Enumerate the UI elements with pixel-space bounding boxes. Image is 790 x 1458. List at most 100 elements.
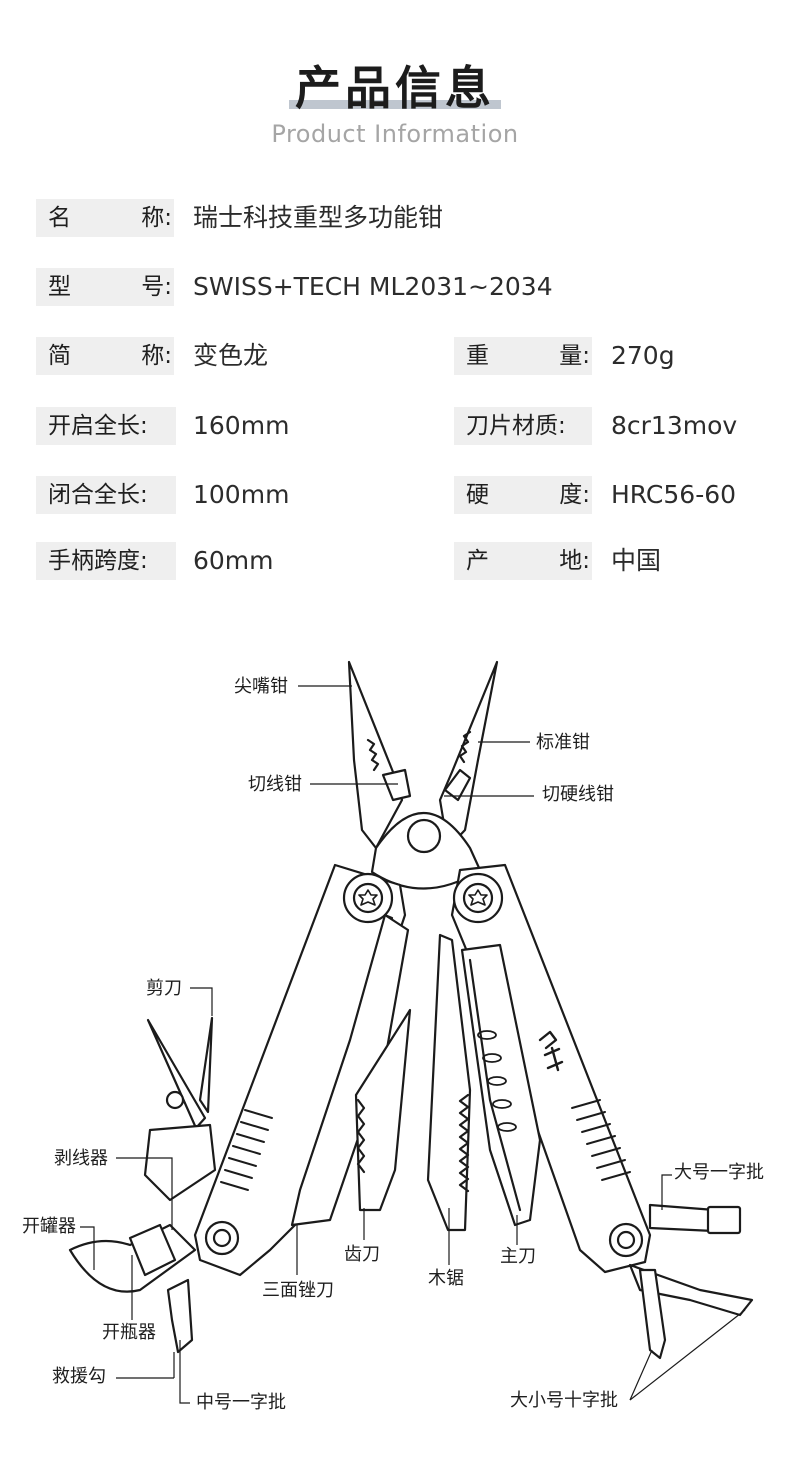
page-title-text: 产品信息 bbox=[295, 61, 495, 115]
spec-label-part: 重 bbox=[466, 343, 489, 369]
spec-label-part: 名 bbox=[48, 205, 71, 231]
spec-label-part: 硬 bbox=[466, 482, 489, 508]
multitool-diagram: 尖嘴钳 标准钳 切线钳 切硬线钳 剪刀 剥线器 开罐器 开瓶器 救援勾 中号一字… bbox=[0, 640, 790, 1458]
callout-large-flat: 大号一字批 bbox=[674, 1162, 764, 1183]
spec-row-name: 名 称: 瑞士科技重型多功能钳 bbox=[36, 199, 636, 237]
large-flat-tip bbox=[706, 1205, 742, 1235]
spec-value: 中国 bbox=[611, 546, 662, 575]
left-grip-ridges bbox=[220, 1109, 273, 1191]
spec-label-text: 手柄跨度: bbox=[48, 548, 148, 574]
spec-row-closed-length: 闭合全长: 100mm bbox=[36, 476, 416, 514]
right-jaw bbox=[438, 660, 499, 850]
spec-label: 型 号: bbox=[36, 268, 174, 306]
spec-label-part: 型 bbox=[48, 274, 71, 300]
spec-value: SWISS+TECH ML2031~2034 bbox=[193, 272, 553, 301]
spec-label-part: 度: bbox=[559, 482, 590, 508]
wood-saw bbox=[426, 933, 472, 1232]
spec-label-part: 号: bbox=[141, 274, 172, 300]
spec-value: 100mm bbox=[193, 480, 290, 509]
left-screw-inner bbox=[352, 882, 384, 914]
spec-value: 60mm bbox=[193, 546, 274, 575]
spec-label-part: 称: bbox=[141, 205, 172, 231]
spec-row-origin: 产 地: 中国 bbox=[454, 542, 774, 580]
spec-label: 产 地: bbox=[454, 542, 592, 580]
spec-label-text: 闭合全长: bbox=[48, 482, 148, 508]
callout-needle-nose: 尖嘴钳 bbox=[234, 676, 288, 697]
right-screw-star bbox=[468, 889, 488, 906]
spec-value: HRC56-60 bbox=[611, 480, 737, 509]
right-bottom-pivot-inner bbox=[616, 1230, 636, 1250]
spec-label: 名 称: bbox=[36, 199, 174, 237]
spec-label-part: 地: bbox=[559, 548, 590, 574]
callout-wire-stripper: 剥线器 bbox=[54, 1148, 108, 1169]
spec-label: 重 量: bbox=[454, 337, 592, 375]
spec-row-hardness: 硬 度: HRC56-60 bbox=[454, 476, 774, 514]
spec-value: 变色龙 bbox=[193, 341, 269, 370]
right-screw-inner bbox=[462, 882, 494, 914]
spec-label: 开启全长: bbox=[36, 407, 176, 445]
left-bottom-pivot-inner bbox=[212, 1228, 232, 1248]
scissors-blade-b bbox=[198, 1016, 214, 1114]
spec-label-part: 简 bbox=[48, 343, 71, 369]
callout-phillips: 大小号十字批 bbox=[510, 1390, 618, 1411]
spec-label: 手柄跨度: bbox=[36, 542, 176, 580]
spec-label-part: 量: bbox=[559, 343, 590, 369]
right-cutter bbox=[443, 768, 472, 802]
spec-label-part: 称: bbox=[141, 343, 172, 369]
saw-teeth bbox=[458, 1093, 470, 1193]
spec-row-weight: 重 量: 270g bbox=[454, 337, 774, 375]
callout-bottle-opener: 开瓶器 bbox=[102, 1322, 156, 1343]
left-handle bbox=[193, 863, 407, 1277]
callout-can-opener: 开罐器 bbox=[22, 1216, 76, 1237]
spec-row-handle-span: 手柄跨度: 60mm bbox=[36, 542, 416, 580]
spec-label: 硬 度: bbox=[454, 476, 592, 514]
spec-label: 简 称: bbox=[36, 337, 174, 375]
callout-hard-wire-cutter: 切硬线钳 bbox=[542, 784, 614, 805]
left-cutter bbox=[381, 768, 412, 802]
callout-file: 三面锉刀 bbox=[262, 1280, 334, 1301]
jaw-teeth-right bbox=[458, 730, 472, 764]
callout-medium-flat: 中号一字批 bbox=[196, 1392, 286, 1413]
scissors-pivot bbox=[165, 1090, 185, 1110]
spec-row-model: 型 号: SWISS+TECH ML2031~2034 bbox=[36, 268, 636, 306]
callout-scissors: 剪刀 bbox=[146, 978, 182, 999]
spec-row-blade-material: 刀片材质: 8cr13mov bbox=[454, 407, 774, 445]
callout-wood-saw: 木锯 bbox=[428, 1268, 464, 1289]
pivot-hole bbox=[406, 818, 442, 854]
bottle-opener bbox=[128, 1223, 177, 1277]
file-tool bbox=[290, 913, 410, 1227]
page-subtitle: Product Information bbox=[271, 120, 519, 148]
phillips-driver bbox=[628, 1263, 754, 1317]
callout-standard-pliers: 标准钳 bbox=[536, 732, 590, 753]
jaw-teeth-left bbox=[366, 738, 380, 772]
serrated-blade bbox=[354, 1008, 412, 1212]
blade-holes bbox=[477, 1030, 517, 1132]
spec-value: 270g bbox=[611, 341, 675, 370]
page-title: 产品信息 bbox=[289, 58, 501, 118]
small-phillips-driver bbox=[638, 1268, 667, 1360]
serrated-edge bbox=[356, 1098, 366, 1174]
left-screw-star bbox=[358, 889, 378, 906]
scissors-arm bbox=[143, 1123, 217, 1202]
spec-label-part: 产 bbox=[466, 548, 489, 574]
callout-rescue-hook: 救援勾 bbox=[52, 1366, 106, 1387]
callout-serrated-blade: 齿刀 bbox=[344, 1244, 380, 1265]
spec-label: 闭合全长: bbox=[36, 476, 176, 514]
brand-logo-mark bbox=[538, 1030, 564, 1072]
multitool-illustration bbox=[68, 660, 754, 1404]
spec-value: 160mm bbox=[193, 411, 290, 440]
spec-value: 瑞士科技重型多功能钳 bbox=[193, 203, 444, 232]
spec-label: 刀片材质: bbox=[454, 407, 592, 445]
page-header: 产品信息 Product Information bbox=[0, 58, 790, 148]
callout-main-blade: 主刀 bbox=[500, 1246, 536, 1267]
spec-row-open-length: 开启全长: 160mm bbox=[36, 407, 416, 445]
spec-label-text: 开启全长: bbox=[48, 413, 148, 439]
spec-label-text: 刀片材质: bbox=[466, 413, 566, 439]
leader-lines bbox=[80, 685, 746, 1404]
spec-value: 8cr13mov bbox=[611, 411, 738, 440]
scissors-blade-a bbox=[146, 1018, 207, 1130]
spec-row-nickname: 简 称: 变色龙 bbox=[36, 337, 416, 375]
main-blade-inner bbox=[468, 958, 522, 1212]
callout-wire-cutter: 切线钳 bbox=[248, 774, 302, 795]
rescue-hook bbox=[166, 1278, 194, 1354]
